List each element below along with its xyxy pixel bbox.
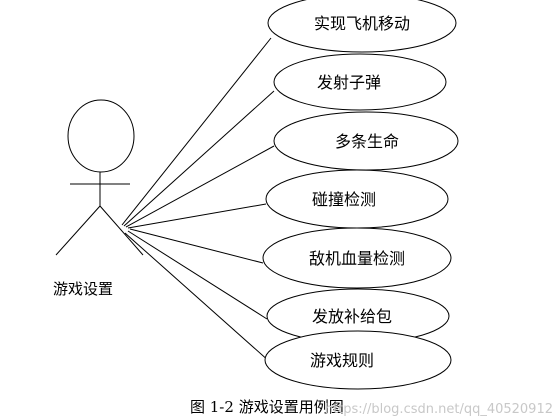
- association-line-4: [127, 203, 267, 229]
- use-case-move-plane: 实现飞机移动: [267, 0, 457, 53]
- use-case-label: 发放补给包: [312, 307, 392, 326]
- association-line-5: [129, 228, 264, 264]
- use-case-enemy-health-check: 敌机血量检测: [262, 227, 452, 289]
- actor-right-leg: [99, 205, 144, 256]
- use-case-ellipse: [264, 330, 452, 390]
- actor-left-leg: [55, 205, 101, 256]
- use-case-ellipse: [267, 0, 457, 53]
- actor-head: [67, 99, 135, 173]
- use-case-label: 碰撞检测: [312, 190, 376, 209]
- use-case-list: 实现飞机移动 发射子弹 多条生命 碰撞检测 敌机血量检测 发放补给包 游戏规则: [262, 0, 459, 390]
- actor-stick-figure: [55, 99, 144, 256]
- use-case-multiple-lives: 多条生命: [273, 111, 459, 171]
- association-line-1: [121, 37, 272, 226]
- actor-label: 游戏设置: [53, 280, 113, 298]
- use-case-ellipse: [273, 53, 447, 111]
- use-case-game-rules: 游戏规则: [264, 330, 452, 390]
- figure-caption: 图 1-2 游戏设置用例图: [190, 398, 344, 416]
- use-case-label: 敌机血量检测: [309, 249, 405, 268]
- use-case-fire-bullets: 发射子弹: [273, 53, 447, 111]
- use-case-label: 发射子弹: [317, 73, 381, 92]
- use-case-ellipse: [262, 227, 452, 289]
- watermark-text: https://blog.csdn.net/qq_40520912: [325, 402, 553, 417]
- association-lines: [121, 37, 275, 363]
- use-case-supply-packs: 发放补给包: [266, 288, 450, 344]
- use-case-label: 游戏规则: [310, 351, 374, 370]
- use-case-label: 多条生命: [335, 132, 399, 151]
- association-line-7: [124, 232, 271, 363]
- use-case-label: 实现飞机移动: [314, 14, 410, 33]
- use-case-collision-detection: 碰撞检测: [265, 169, 449, 229]
- association-line-2: [123, 90, 275, 227]
- association-line-3: [125, 145, 275, 228]
- association-line-6: [127, 230, 268, 320]
